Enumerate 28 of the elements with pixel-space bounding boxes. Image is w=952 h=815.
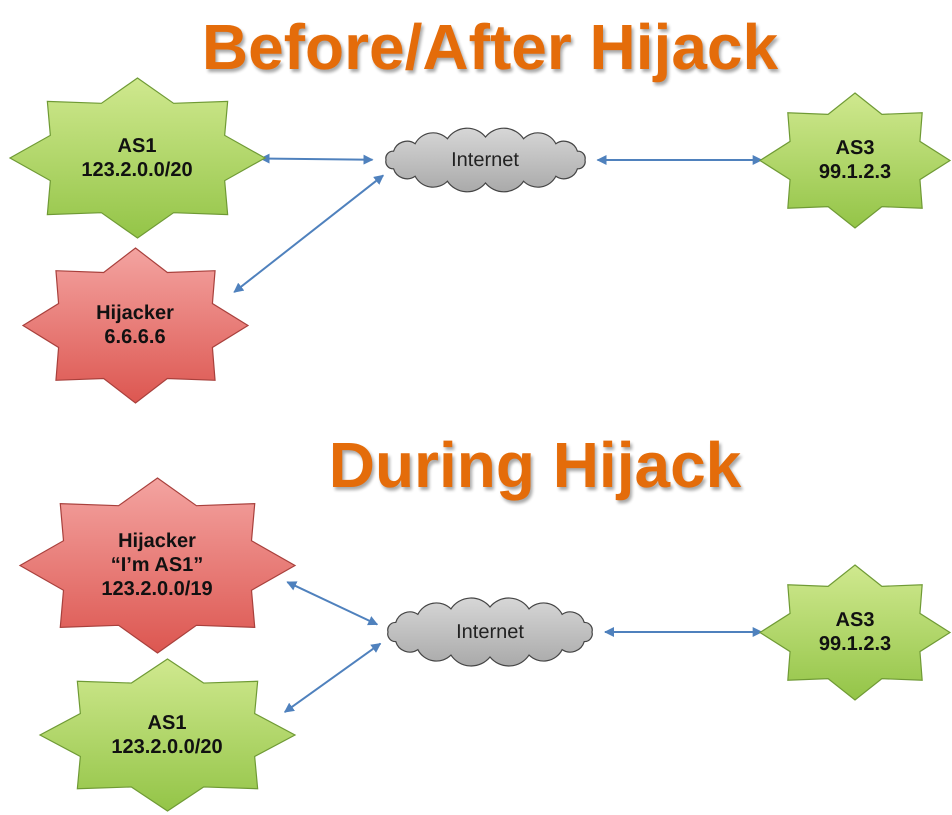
star-shape bbox=[20, 478, 294, 652]
star-shape bbox=[760, 564, 950, 700]
star-shape bbox=[22, 248, 248, 402]
heading: Before/After Hijack bbox=[202, 10, 778, 84]
double-arrow bbox=[596, 155, 763, 165]
double-arrow bbox=[284, 642, 382, 713]
double-arrow bbox=[286, 581, 378, 626]
node-label: 99.1.2.3 bbox=[818, 632, 892, 656]
cloud-label: Internet bbox=[456, 620, 524, 644]
cloud-label: Internet bbox=[451, 148, 519, 172]
node-label: AS3 bbox=[836, 608, 874, 632]
star-shape bbox=[10, 78, 264, 238]
node-label: Hijacker bbox=[96, 301, 174, 325]
node-label: 123.2.0.0/20 bbox=[81, 158, 193, 182]
node-label: 6.6.6.6 bbox=[104, 325, 166, 349]
node-label: 99.1.2.3 bbox=[818, 160, 892, 184]
double-arrow bbox=[604, 627, 763, 637]
star-shape bbox=[40, 659, 294, 811]
node-label: AS1 bbox=[118, 134, 156, 158]
node-label: Hijacker bbox=[118, 529, 196, 553]
node-label: 123.2.0.0/20 bbox=[111, 735, 223, 759]
heading: During Hijack bbox=[328, 428, 742, 502]
double-arrow bbox=[233, 174, 384, 293]
node-label: AS3 bbox=[836, 136, 874, 160]
node-label: “I’m AS1” bbox=[110, 553, 204, 577]
node-label: 123.2.0.0/19 bbox=[101, 577, 213, 601]
node-label: AS1 bbox=[148, 711, 186, 735]
star-shape bbox=[760, 92, 950, 228]
